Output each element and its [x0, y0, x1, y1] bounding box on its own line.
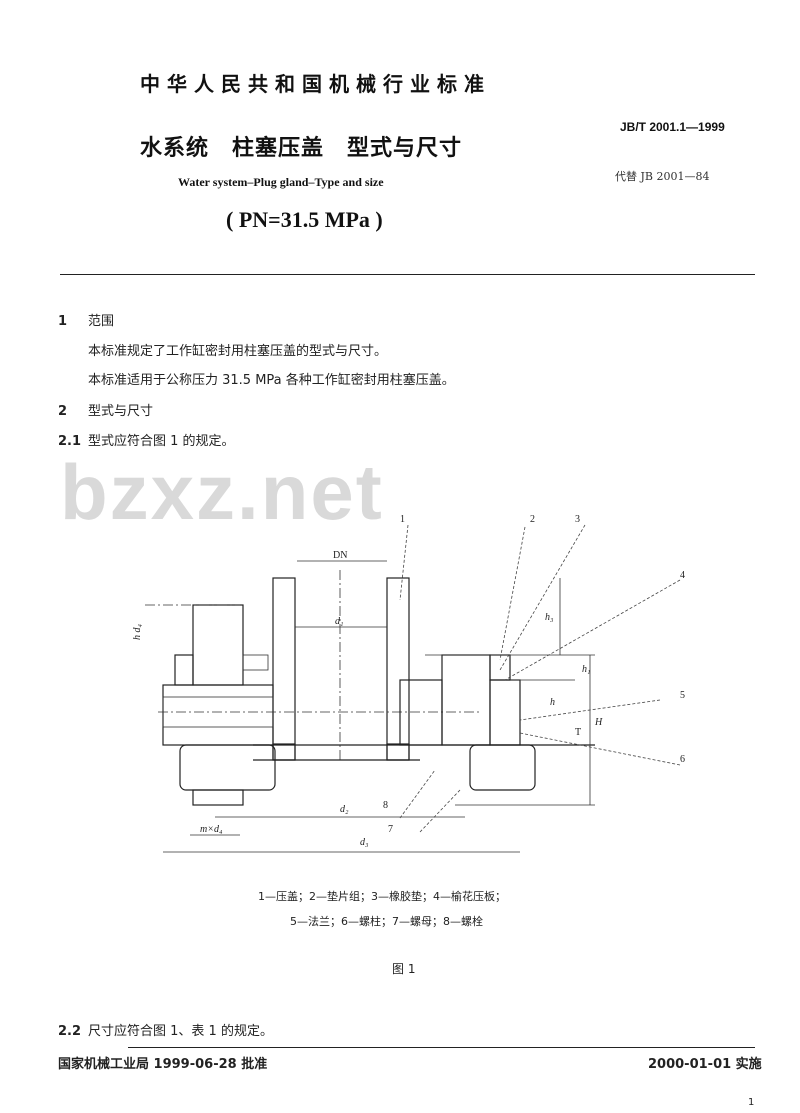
approval-info: 国家机械工业局 1999-06-28 批准	[58, 1057, 268, 1072]
H-label: H	[594, 717, 603, 728]
nominal-pressure: ( PN=31.5 MPa )	[226, 207, 383, 232]
callout-6: 6	[680, 754, 685, 765]
clause-text: 尺寸应符合图 1、表 1 的规定。	[88, 1024, 273, 1039]
replaces-standard: 代替 JB 2001—84	[615, 170, 710, 183]
flange-left	[162, 684, 274, 746]
flange-right	[399, 679, 443, 746]
bolt-size-label: m×d₄	[200, 824, 223, 835]
standard-category: 中华人民共和国机械行业标准	[140, 72, 491, 96]
header-divider	[60, 274, 755, 275]
callout-8: 8	[383, 800, 388, 811]
section-number: 2	[58, 404, 68, 419]
section-title: 型式与尺寸	[88, 404, 154, 419]
callout-5: 5	[680, 690, 685, 701]
gland-wall-right	[386, 577, 410, 761]
figure-legend-line-1: 1—压盖；2—垫片组；3—橡胶垫；4—榆花压板；	[258, 890, 506, 903]
T-label: T	[575, 727, 581, 738]
document-title: 水系统 柱塞压盖 型式与尺寸	[140, 136, 463, 161]
page-number: 1	[748, 1097, 755, 1108]
callout-3: 3	[575, 514, 580, 525]
h1-label: h₁	[582, 664, 590, 675]
hd4-label: h d₄	[132, 624, 143, 641]
clause-number: 2.2	[58, 1024, 82, 1039]
callout-leaders	[399, 524, 681, 833]
gland-wall-left	[272, 577, 296, 761]
callout-4: 4	[680, 570, 685, 581]
dn-label: DN	[333, 550, 347, 561]
clause-text: 型式应符合图 1 的规定。	[88, 434, 235, 449]
d2-label: d₂	[340, 804, 349, 815]
footer-divider	[128, 1047, 755, 1048]
h3-label: h₃	[545, 612, 554, 623]
callout-1: 1	[400, 514, 405, 525]
watermark: bzxz.net	[60, 448, 384, 536]
scope-paragraph: 本标准适用于公称压力 31.5 MPa 各种工作缸密封用柱塞压盖。	[88, 373, 455, 388]
section-title: 范围	[88, 314, 115, 329]
scope-paragraph: 本标准规定了工作缸密封用柱塞压盖的型式与尺寸。	[88, 344, 388, 359]
callout-2: 2	[530, 514, 535, 525]
section-number: 1	[58, 314, 68, 329]
standard-code: JB/T 2001.1—1999	[620, 120, 725, 134]
d1-label: d₁	[335, 616, 343, 627]
nut-left	[179, 744, 276, 791]
figure-caption: 图 1	[392, 962, 416, 976]
d3-label: d₃	[360, 837, 369, 848]
callout-7: 7	[388, 824, 393, 835]
figure-legend-line-2: 5—法兰；6—螺柱；7—螺母；8—螺栓	[290, 915, 483, 928]
clause-number: 2.1	[58, 434, 82, 449]
clause-2-2: 2.2 尺寸应符合图 1、表 1 的规定。	[58, 1020, 273, 1039]
nut-right	[469, 744, 536, 791]
document-title-english: Water system–Plug gland–Type and size	[178, 175, 384, 189]
h-label: h	[550, 697, 555, 708]
clause-2-1: 2.1 型式应符合图 1 的规定。	[58, 430, 235, 449]
effective-date: 2000-01-01 实施	[648, 1057, 762, 1072]
section-2-heading: 2 型式与尺寸	[58, 400, 153, 419]
section-1-heading: 1 范围	[58, 310, 114, 329]
